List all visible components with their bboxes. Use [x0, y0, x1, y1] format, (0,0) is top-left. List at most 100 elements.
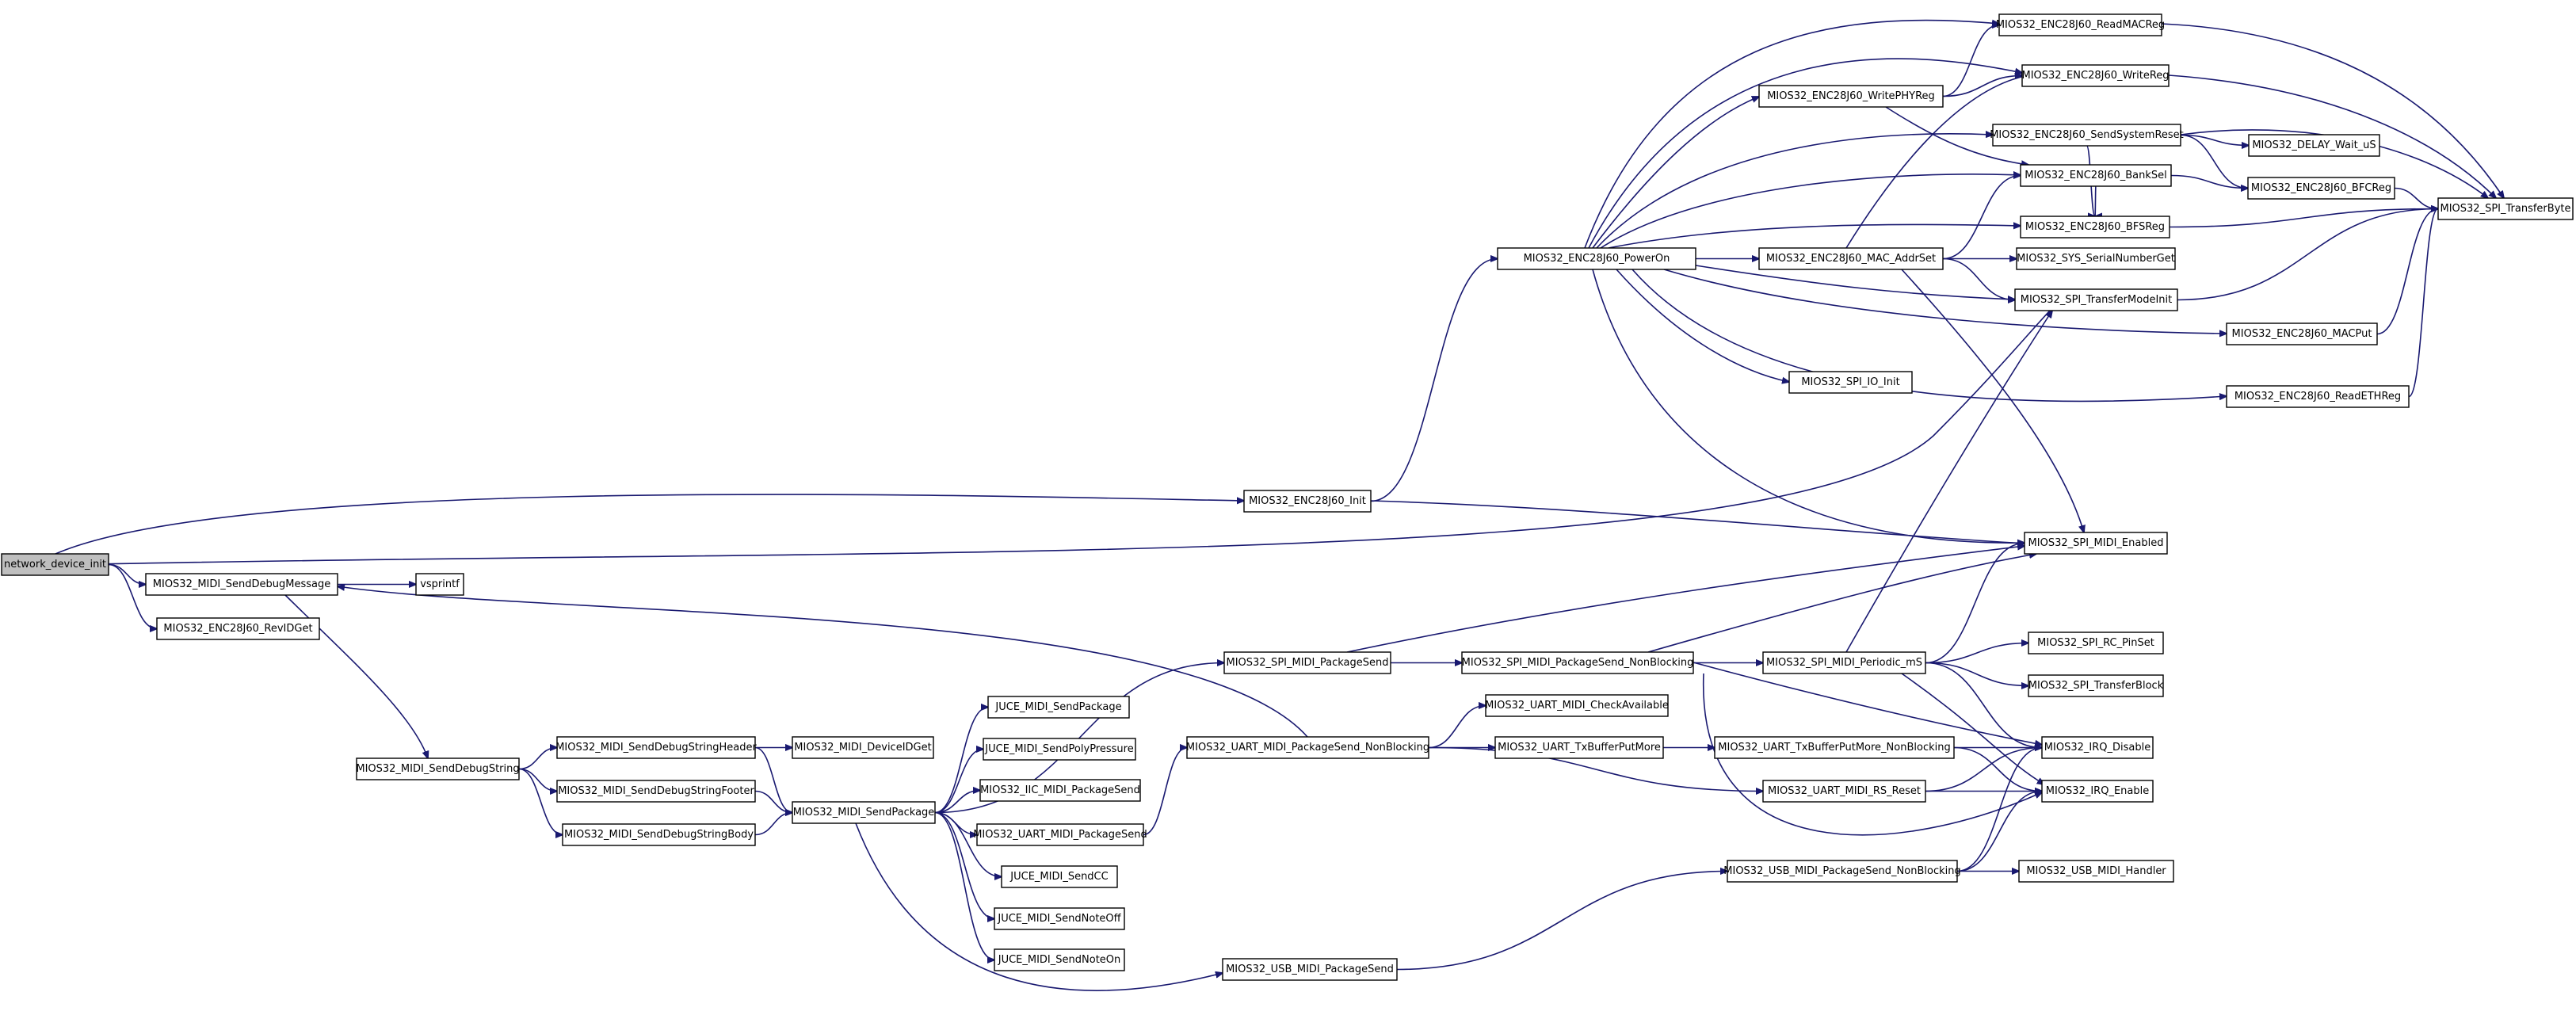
node-mios32-spi-transfermodeinit[interactable]: MIOS32_SPI_TransferModeInit [2014, 288, 2178, 311]
node-mios32-enc28j60-sendsystemreset[interactable]: MIOS32_ENC28J60_SendSystemReset [1990, 124, 2184, 147]
edge-n8-n10 [754, 813, 792, 836]
node-box [145, 573, 338, 596]
edge-n10-n16 [934, 811, 994, 919]
edge-n29-n38 [1845, 311, 2052, 653]
node-mios32-enc28j60-init[interactable]: MIOS32_ENC28J60_Init [1243, 490, 1372, 513]
node-mios32-enc28j60-bfsreg[interactable]: MIOS32_ENC28J60_BFSReg [2020, 216, 2170, 238]
node-box [415, 573, 464, 596]
node-box [976, 823, 1144, 846]
node-mios32-midi-senddebugstringbody[interactable]: MIOS32_MIDI_SendDebugStringBody [562, 823, 756, 846]
node-box [1762, 651, 1926, 674]
node-juce-midi-sendnoteoff[interactable]: JUCE_MIDI_SendNoteOff [994, 907, 1125, 930]
node-mios32-enc28j60-readethreg[interactable]: MIOS32_ENC28J60_ReadETHReg [2226, 385, 2410, 408]
node-mios32-irq-disable[interactable]: MIOS32_IRQ_Disable [2041, 736, 2154, 759]
edge-n0-n2 [108, 563, 146, 585]
node-box [2041, 736, 2154, 759]
edge-n39-n49 [2376, 209, 2438, 335]
node-mios32-uart-midi-rs-reset[interactable]: MIOS32_UART_MIDI_RS_Reset [1762, 780, 1926, 803]
node-mios32-enc28j60-writereg[interactable]: MIOS32_ENC28J60_WriteReg [2021, 64, 2170, 87]
node-juce-midi-sendpackage[interactable]: JUCE_MIDI_SendPackage [987, 696, 1130, 719]
node-mios32-spi-midi-enabled[interactable]: MIOS32_SPI_MIDI_Enabled [2024, 532, 2168, 555]
node-mios32-sys-serialnumberget[interactable]: MIOS32_SYS_SerialNumberGet [2016, 247, 2176, 270]
node-box [2028, 674, 2164, 697]
edge-n33-n49 [2168, 74, 2496, 198]
node-juce-midi-sendcc[interactable]: JUCE_MIDI_SendCC [1001, 865, 1118, 888]
node-mios32-uart-midi-packagesend-nonblocking[interactable]: MIOS32_UART_MIDI_PackageSend_NonBlocking [1186, 736, 1429, 759]
node-mios32-spi-transferblock[interactable]: MIOS32_SPI_TransferBlock [2028, 674, 2164, 697]
node-mios32-spi-transferbyte[interactable]: MIOS32_SPI_TransferByte [2437, 197, 2574, 220]
node-mios32-irq-enable[interactable]: MIOS32_IRQ_Enable [2041, 780, 2154, 803]
node-box [2248, 134, 2380, 157]
node-label: MIOS32_UART_TxBufferPutMore [1498, 742, 1661, 754]
node-mios32-enc28j60-mac-addrset[interactable]: MIOS32_ENC28J60_MAC_AddrSet [1758, 247, 1944, 270]
node-mios32-uart-txbufferputmore[interactable]: MIOS32_UART_TxBufferPutMore [1494, 736, 1664, 759]
node-mios32-uart-midi-packagesend[interactable]: MIOS32_UART_MIDI_PackageSend [973, 823, 1147, 846]
edge-n10-n15 [934, 811, 1002, 877]
node-label: JUCE_MIDI_SendPolyPressure [984, 743, 1133, 755]
node-box [356, 757, 520, 780]
edge-n40-n49 [2408, 209, 2438, 398]
node-juce-midi-sendnoteon[interactable]: JUCE_MIDI_SendNoteOn [994, 948, 1125, 971]
node-label: MIOS32_ENC28J60_BFCReg [2251, 182, 2391, 194]
node-box [1485, 694, 1669, 717]
node-box [2020, 164, 2172, 187]
node-box [556, 736, 756, 759]
node-mios32-midi-sendpackage[interactable]: MIOS32_MIDI_SendPackage [792, 801, 936, 824]
edge-n14-n19 [1143, 748, 1187, 836]
node-mios32-spi-rc-pinset[interactable]: MIOS32_SPI_RC_PinSet [2028, 632, 2164, 654]
node-box [1788, 371, 1913, 394]
node-mios32-spi-midi-packagesend[interactable]: MIOS32_SPI_MIDI_PackageSend [1223, 651, 1391, 674]
node-box [1494, 736, 1664, 759]
edge-n21-n26 [1592, 97, 1759, 249]
node-box [792, 736, 934, 759]
node-mios32-delay-wait-us[interactable]: MIOS32_DELAY_Wait_uS [2248, 134, 2380, 157]
edge-n21-n36 [1608, 224, 2021, 249]
edge-n21-n41 [1592, 269, 2025, 543]
edge-n19-n31 [1428, 746, 1763, 792]
node-network-device-init[interactable]: network_device_init [1, 553, 109, 576]
edge-n29-n45 [1901, 673, 2044, 784]
node-mios32-enc28j60-banksel[interactable]: MIOS32_ENC28J60_BankSel [2020, 164, 2172, 187]
node-box [979, 779, 1141, 802]
node-mios32-uart-txbufferputmore-nonblocking[interactable]: MIOS32_UART_TxBufferPutMore_NonBlocking [1714, 736, 1955, 759]
node-vsprintf[interactable]: vsprintf [415, 573, 464, 596]
node-mios32-enc28j60-writephyreg[interactable]: MIOS32_ENC28J60_WritePHYReg [1758, 85, 1944, 108]
node-mios32-usb-midi-packagesend[interactable]: MIOS32_USB_MIDI_PackageSend [1222, 958, 1398, 981]
node-box [2041, 780, 2154, 803]
node-label: JUCE_MIDI_SendNoteOn [998, 954, 1121, 966]
node-mios32-midi-deviceidget[interactable]: MIOS32_MIDI_DeviceIDGet [792, 736, 934, 759]
edge-n36-n49 [2169, 209, 2438, 228]
node-mios32-spi-midi-packagesend-nonblocking[interactable]: MIOS32_SPI_MIDI_PackageSend_NonBlocking [1461, 651, 1694, 674]
node-mios32-midi-senddebugstringfooter[interactable]: MIOS32_MIDI_SendDebugStringFooter [556, 780, 756, 803]
edge-n35-n48 [2170, 174, 2248, 189]
edge-n1-n41 [1370, 500, 2025, 544]
node-box [2437, 197, 2574, 220]
node-mios32-midi-senddebugmessage[interactable]: MIOS32_MIDI_SendDebugMessage [145, 573, 338, 596]
node-mios32-enc28j60-macput[interactable]: MIOS32_ENC28J60_MACPut [2226, 322, 2378, 345]
node-label: MIOS32_UART_MIDI_CheckAvailable [1485, 700, 1669, 712]
node-juce-midi-sendpolypressure[interactable]: JUCE_MIDI_SendPolyPressure [983, 738, 1136, 761]
edge-n21-n38 [1695, 265, 2015, 300]
node-mios32-midi-senddebugstringheader[interactable]: MIOS32_MIDI_SendDebugStringHeader [555, 736, 757, 759]
node-label: MIOS32_SPI_MIDI_Enabled [2028, 537, 2164, 549]
node-mios32-iic-midi-packagesend[interactable]: MIOS32_IIC_MIDI_PackageSend [979, 779, 1141, 802]
node-mios32-usb-midi-packagesend-nonblocking[interactable]: MIOS32_USB_MIDI_PackageSend_NonBlocking [1723, 860, 1961, 883]
node-mios32-enc28j60-readmacreg[interactable]: MIOS32_ENC28J60_ReadMACReg [1996, 13, 2165, 36]
node-mios32-spi-midi-periodic-ms[interactable]: MIOS32_SPI_MIDI_Periodic_mS [1762, 651, 1926, 674]
node-mios32-spi-io-init[interactable]: MIOS32_SPI_IO_Init [1788, 371, 1913, 394]
edge-n29-n42 [1925, 643, 2028, 664]
node-mios32-usb-midi-handler[interactable]: MIOS32_USB_MIDI_Handler [2018, 860, 2174, 883]
node-box [1714, 736, 1955, 759]
edge-n18-n41 [1346, 546, 2025, 653]
node-mios32-enc28j60-poweron[interactable]: MIOS32_ENC28J60_PowerOn [1497, 247, 1696, 270]
node-label: MIOS32_IRQ_Enable [2046, 785, 2149, 797]
node-mios32-midi-senddebugstring[interactable]: MIOS32_MIDI_SendDebugString [356, 757, 520, 780]
node-box [994, 907, 1125, 930]
edge-n29-n44 [1925, 662, 2042, 748]
node-mios32-enc28j60-bfcreg[interactable]: MIOS32_ENC28J60_BFCReg [2247, 177, 2395, 200]
node-label: MIOS32_ENC28J60_PowerOn [1524, 253, 1670, 265]
node-mios32-enc28j60-revidget[interactable]: MIOS32_ENC28J60_RevIDGet [156, 617, 320, 640]
node-label: MIOS32_UART_MIDI_RS_Reset [1768, 785, 1921, 797]
node-box [2014, 288, 2178, 311]
node-mios32-uart-midi-checkavailable[interactable]: MIOS32_UART_MIDI_CheckAvailable [1485, 694, 1669, 717]
